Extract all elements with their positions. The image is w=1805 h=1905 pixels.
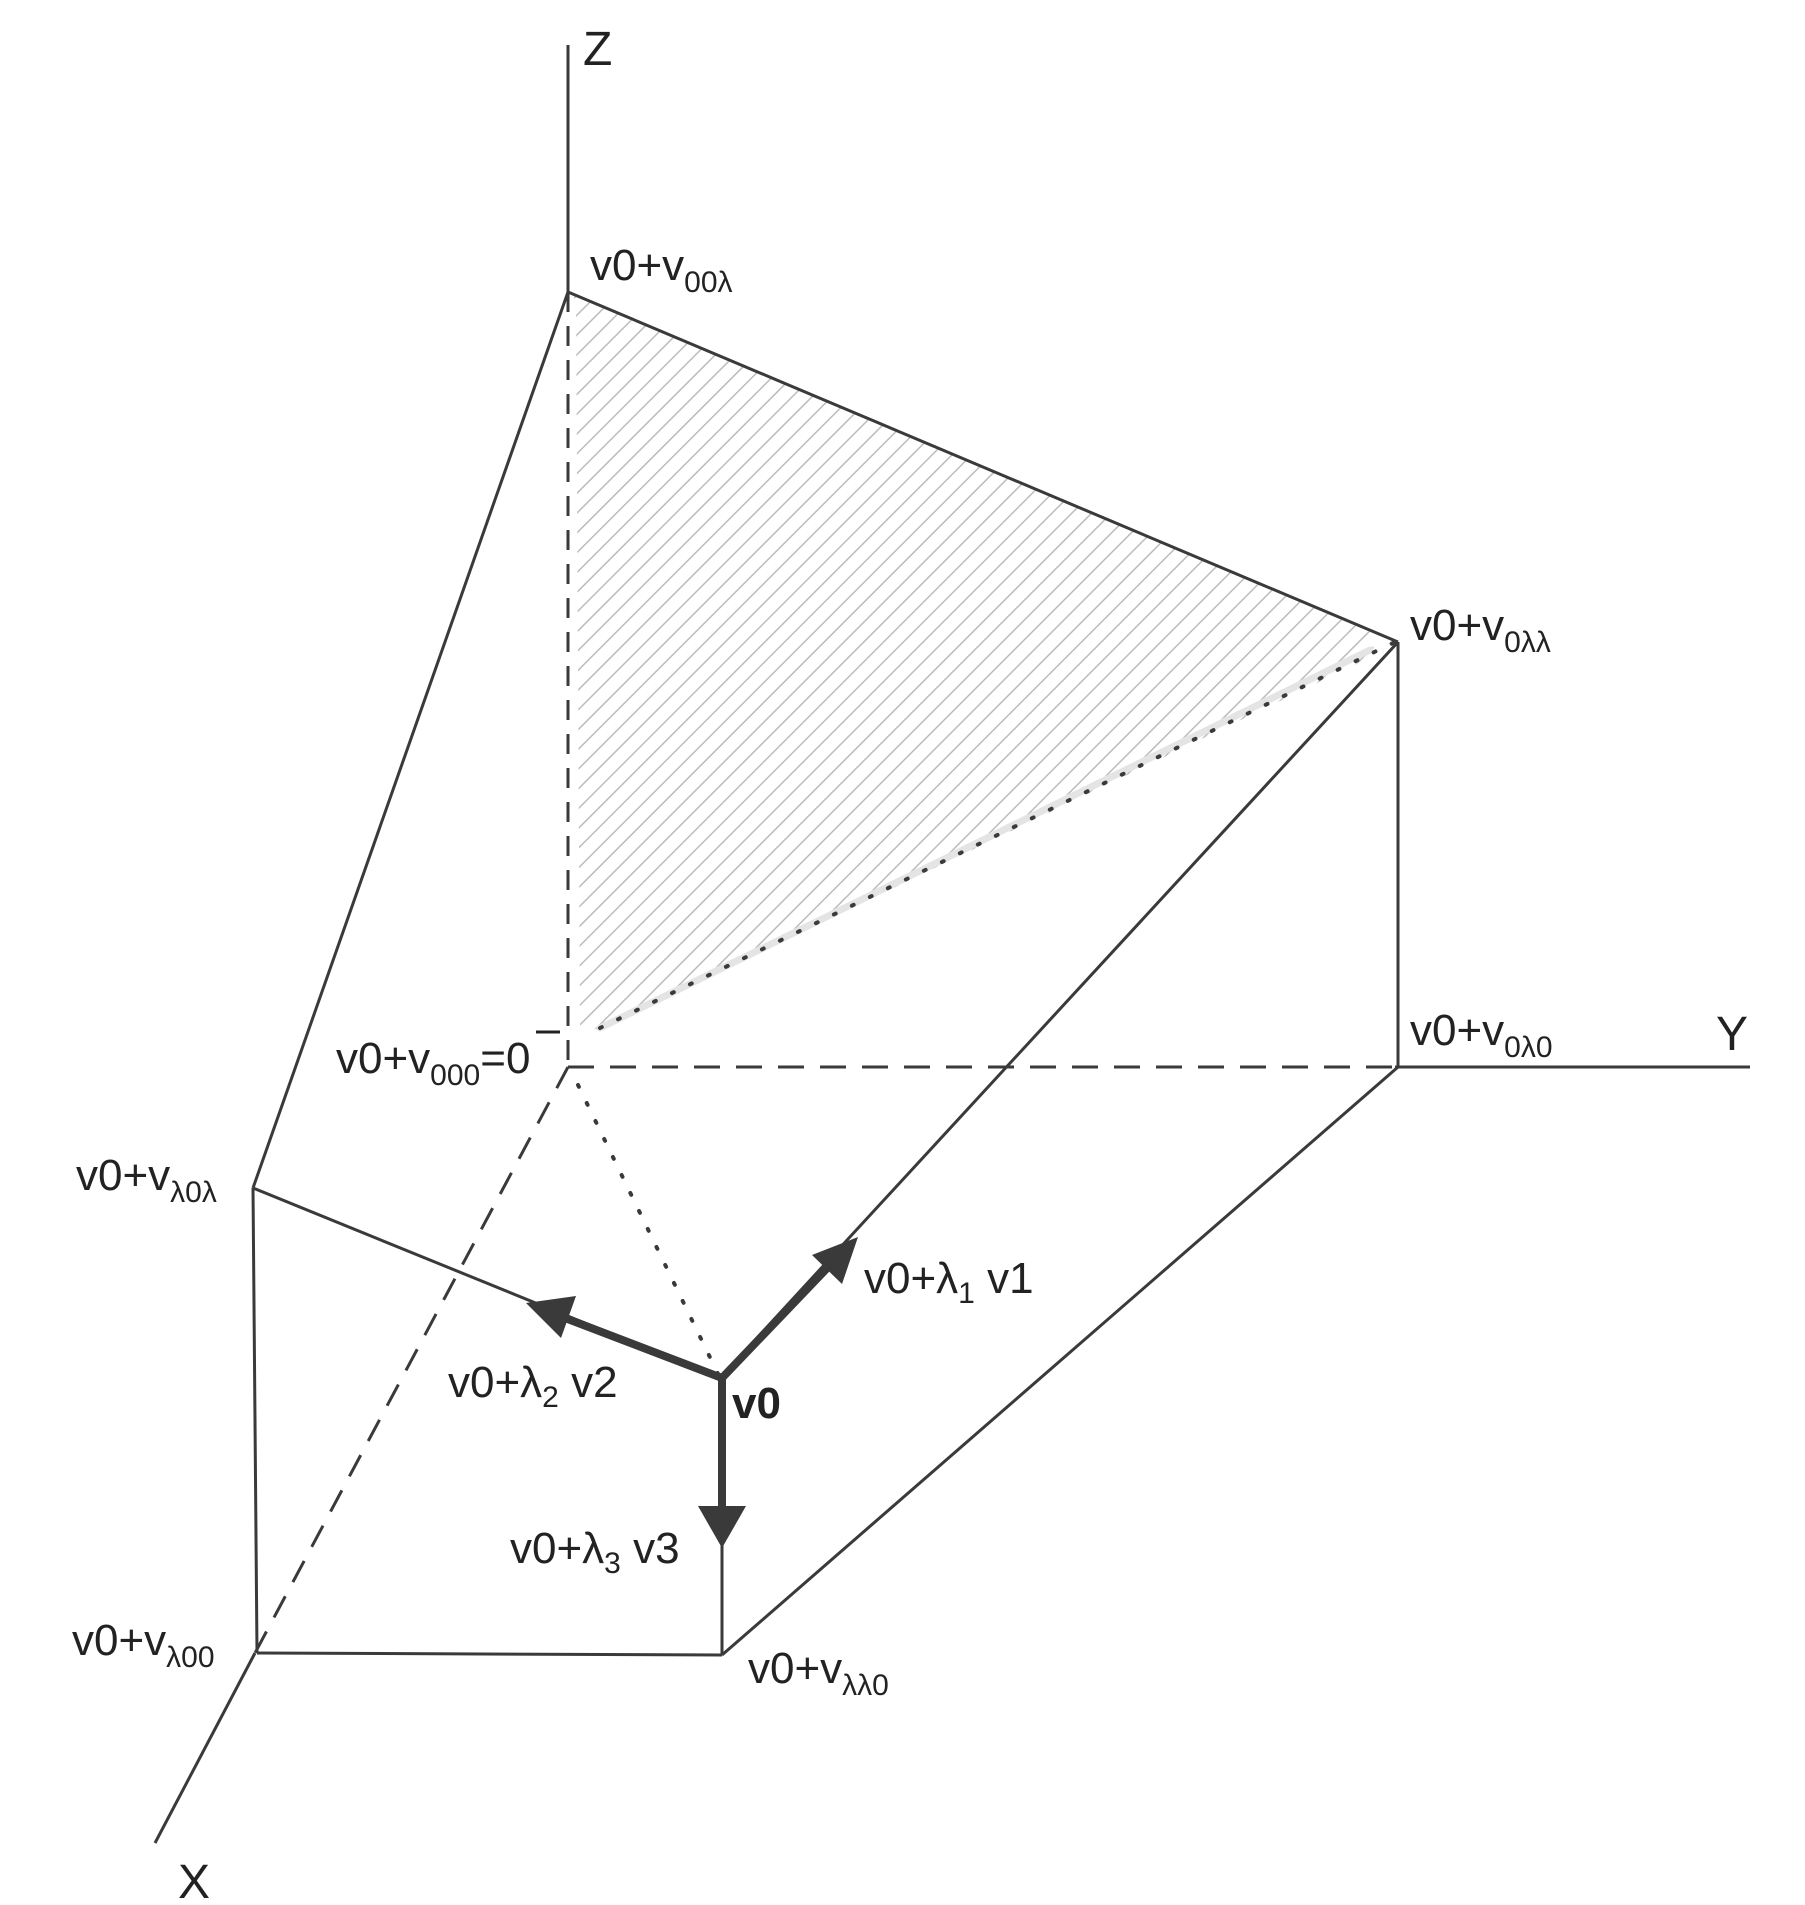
z-axis-label: Z [583, 23, 612, 76]
vertex-label-00l: v0+v00λ [590, 241, 733, 299]
vertex-label-l00: v0+vλ00 [72, 1616, 215, 1674]
y-axis-label: Y [1716, 1008, 1748, 1061]
vertex-label-l0l: v0+vλ0λ [76, 1151, 217, 1209]
vector-v2 [526, 1296, 724, 1382]
shaded-face [568, 292, 1375, 1030]
zero-vector-symbol: 0 [506, 1034, 530, 1083]
vertex-label-0ll: v0+v0λλ [1410, 601, 1551, 659]
vertex-label-0l0: v0+v0λ0 [1410, 1006, 1553, 1064]
origin-v0-label: v0 [732, 1379, 781, 1428]
vector-label-v1: v0+λ1 v1 [864, 1254, 1034, 1310]
x-axis-label: X [178, 1856, 210, 1905]
vector-label-v3: v0+λ3 v3 [510, 1524, 680, 1580]
vector-v3 [698, 1378, 746, 1548]
x-axis [153, 1652, 257, 1844]
arrowhead-v1 [812, 1237, 858, 1284]
vector-v1 [719, 1237, 858, 1381]
dotted-diagonal-top [598, 640, 1397, 1030]
vector-label-v2: v0+λ2 v2 [448, 1358, 618, 1414]
vertex-label-ll0: v0+vλλ0 [748, 1644, 889, 1702]
arrowhead-v2 [526, 1296, 576, 1338]
vertex-label-000: v0+v000=0 [336, 1034, 530, 1092]
hidden-edge-x [253, 1066, 570, 1654]
dotted-origin-to-v0 [576, 1083, 722, 1380]
arrowhead-v3 [698, 1506, 746, 1548]
